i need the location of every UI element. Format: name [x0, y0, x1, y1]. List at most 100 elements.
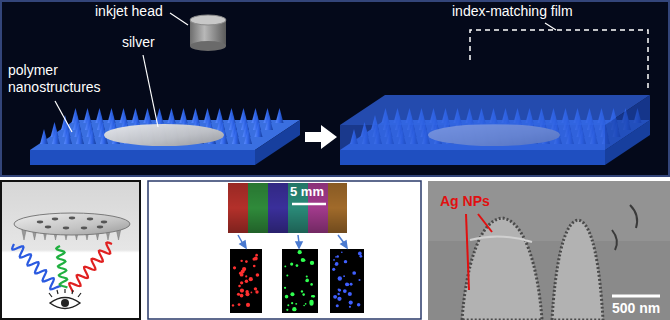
micrograph-dot: [332, 268, 335, 271]
sem-pillar: [552, 220, 603, 320]
micrograph-dot: [298, 250, 302, 254]
substrate-side: [255, 120, 300, 165]
substrate-right: [340, 120, 650, 165]
film-front: [340, 125, 605, 150]
micrograph-dot: [305, 303, 307, 305]
eye-outline: [50, 298, 80, 309]
scale-label: 500 nm: [612, 300, 660, 317]
scale-bar: [292, 203, 326, 206]
micrograph-dot: [349, 301, 353, 305]
substrate-front: [30, 150, 255, 165]
micrograph-dot: [302, 293, 305, 296]
part-label: silver: [122, 34, 155, 51]
micrograph-dot: [352, 271, 356, 275]
part-label: Ag NPs: [440, 193, 490, 210]
nanocone: [52, 129, 60, 144]
micrograph-dot: [306, 275, 308, 277]
pointer-line: [338, 235, 344, 243]
leader-line: [143, 55, 158, 127]
micrograph-dot: [287, 304, 289, 306]
nanocone: [40, 129, 48, 144]
micrograph-dot: [233, 266, 236, 269]
disk-holes: [37, 217, 107, 230]
micrograph-dot: [337, 297, 341, 301]
disk-hole: [101, 221, 107, 224]
micrograph-dot: [253, 265, 256, 268]
color-strips: [228, 183, 347, 233]
leader-line: [170, 13, 188, 25]
index-matching-film: [340, 95, 650, 150]
nanocone: [255, 122, 263, 137]
scale-bar: [612, 295, 660, 298]
part-label: inkjet head: [95, 3, 163, 20]
eye-lashes: [49, 289, 81, 297]
micrograph-dot: [343, 275, 345, 277]
micrograph-dot: [358, 252, 362, 256]
leader-line: [55, 101, 72, 132]
micrograph-dot: [348, 292, 352, 296]
disk-hole: [52, 218, 58, 221]
micrograph-dot: [285, 295, 289, 299]
light-waves: [12, 242, 112, 292]
micrograph-dot: [292, 307, 296, 311]
micrograph-dot: [333, 295, 337, 299]
substrate-front: [340, 150, 605, 165]
micrograph-dot: [240, 288, 244, 292]
micrograph-dot: [346, 283, 349, 286]
sem-pillar: [462, 218, 542, 320]
micrograph-dot: [336, 304, 339, 307]
inkjet-head: [190, 15, 226, 51]
micrograph-dot: [357, 303, 361, 307]
top-panel: [1, 1, 669, 176]
micrograph-dot: [343, 289, 347, 293]
film-side: [605, 95, 650, 150]
micrograph-dot: [254, 287, 257, 290]
micrograph-dot: [255, 290, 258, 293]
micrograph: [330, 249, 364, 313]
micrograph-dot: [296, 264, 299, 267]
silver-disk: [14, 213, 130, 235]
part-label: polymer nanostructures: [8, 62, 120, 96]
part-label: index-matching film: [452, 3, 573, 20]
micrograph-dot: [284, 265, 286, 267]
micrograph-dot: [301, 258, 305, 262]
head-bottom: [190, 41, 226, 51]
pointer-head: [296, 242, 302, 248]
disk-hole: [87, 218, 93, 221]
micrograph-dot: [333, 259, 335, 261]
color-panel: [148, 181, 421, 319]
nanocone: [244, 129, 252, 144]
micrograph-dot: [286, 309, 288, 311]
leader-line: [545, 23, 556, 30]
substrate-left: [30, 120, 300, 165]
micrograph-dot: [335, 262, 338, 265]
disk-hole: [37, 221, 43, 224]
disk-hole: [81, 227, 87, 230]
silver-deposit: [104, 124, 224, 146]
micrograph-dot: [245, 275, 247, 277]
head-top: [190, 15, 226, 25]
micrograph-dot: [295, 303, 297, 305]
sem-panel: [428, 181, 670, 320]
pointer-head: [240, 241, 246, 248]
strip-shading: [228, 183, 347, 233]
light-wave: [69, 242, 112, 292]
pointer-arrows: [238, 235, 347, 248]
micrograph-dot: [254, 256, 258, 260]
pointer-head: [341, 241, 347, 248]
micrograph-dot: [240, 273, 244, 277]
micrograph-dot: [255, 254, 258, 257]
micrograph-dot: [344, 260, 347, 263]
micrograph-dot: [338, 289, 341, 292]
micrograph-dot: [305, 279, 309, 283]
micrograph-dot: [232, 304, 234, 306]
disk-hole: [97, 226, 103, 229]
micrograph-dot: [240, 281, 243, 284]
micrograph-dot: [337, 255, 339, 257]
micrograph: [282, 249, 318, 313]
leader-line: [466, 214, 469, 290]
nanocone: [276, 108, 284, 123]
